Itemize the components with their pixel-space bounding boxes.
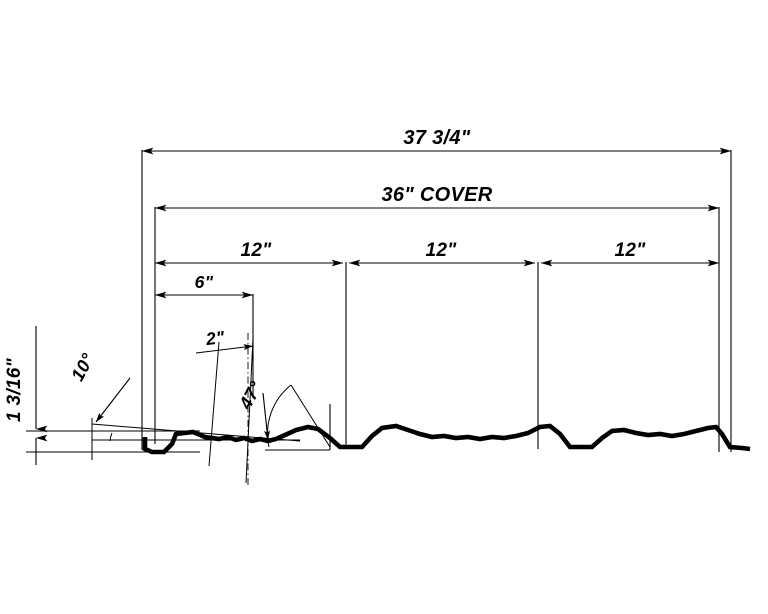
dimension-minor-rib-offset: 2" [195, 327, 254, 484]
extension-lines [141, 150, 732, 452]
dimension-first-rib-offset: 6" [154, 272, 254, 299]
angle-label-edge-slope: 10° [67, 350, 98, 385]
panel-profile-outline [142, 423, 751, 455]
dimension-label-module-1: 12" [240, 240, 272, 261]
dimension-label-first-rib-offset: 6" [195, 272, 214, 292]
angle-rib-slope: 47° [235, 333, 331, 487]
dimension-module-1: 12" [154, 240, 344, 267]
dimension-label-module-2: 12" [425, 240, 457, 261]
angle-label-rib-slope: 47° [235, 378, 267, 414]
dimension-label-cover-width: 36" COVER [381, 184, 492, 206]
angle-edge-slope: 10° [67, 350, 301, 460]
dimension-overall-width: 37 3/4" [141, 127, 732, 155]
dimension-label-minor-rib-offset: 2" [204, 327, 226, 349]
dimension-label-module-3: 12" [614, 240, 646, 261]
dimension-label-panel-height: 1 3/16" [4, 357, 25, 422]
dimension-cover-width: 36" COVER [154, 184, 720, 212]
dimension-label-overall-width: 37 3/4" [403, 127, 470, 149]
dimension-module-3: 12" [540, 240, 720, 267]
dimension-module-2: 12" [348, 240, 536, 267]
